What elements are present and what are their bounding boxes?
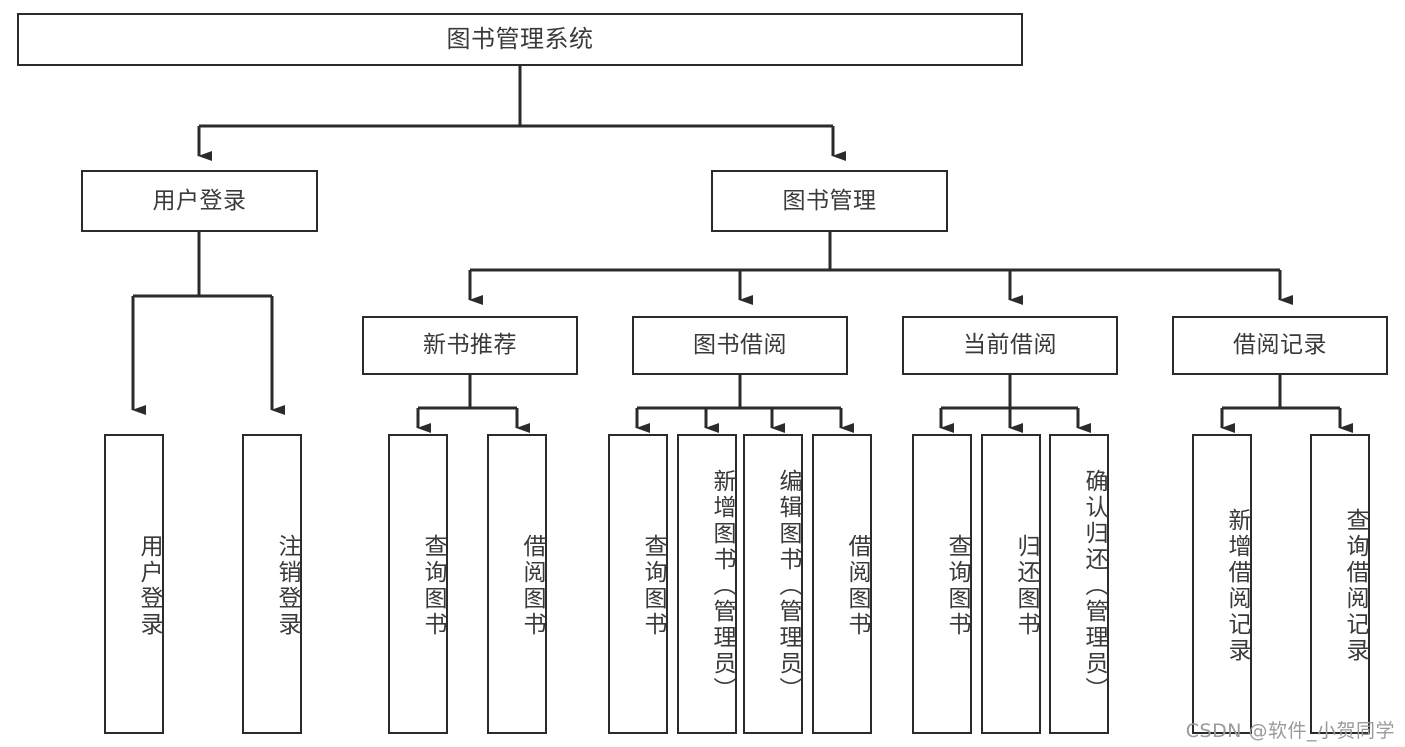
leaf-label: 用户登录 bbox=[136, 534, 162, 638]
leaf-label: 新增借阅记录 bbox=[1224, 508, 1250, 664]
leaf-query-book-recommend[interactable]: 查询图书 bbox=[388, 434, 448, 734]
leaf-label: 新增图书（管理员） bbox=[709, 469, 735, 703]
leaf-label: 查询图书 bbox=[420, 534, 446, 638]
leaf-borrow-book-borrow[interactable]: 借阅图书 bbox=[812, 434, 872, 734]
leaf-confirm-return-admin[interactable]: 确认归还（管理员） bbox=[1049, 434, 1109, 734]
leaf-label: 注销登录 bbox=[274, 534, 300, 638]
node-borrow-record[interactable]: 借阅记录 bbox=[1172, 316, 1388, 375]
leaf-label: 查询图书 bbox=[944, 534, 970, 638]
leaf-label: 查询借阅记录 bbox=[1342, 508, 1368, 664]
leaf-user-login[interactable]: 用户登录 bbox=[104, 434, 164, 734]
node-current-borrow[interactable]: 当前借阅 bbox=[902, 316, 1118, 375]
leaf-label: 借阅图书 bbox=[519, 534, 545, 638]
leaf-add-borrow-record[interactable]: 新增借阅记录 bbox=[1192, 434, 1252, 734]
leaf-label: 查询图书 bbox=[640, 534, 666, 638]
leaf-query-book-current[interactable]: 查询图书 bbox=[912, 434, 972, 734]
leaf-label: 借阅图书 bbox=[844, 534, 870, 638]
leaf-return-book[interactable]: 归还图书 bbox=[981, 434, 1041, 734]
node-root-system[interactable]: 图书管理系统 bbox=[17, 13, 1023, 66]
leaf-edit-book-admin[interactable]: 编辑图书（管理员） bbox=[743, 434, 803, 734]
leaf-logout[interactable]: 注销登录 bbox=[242, 434, 302, 734]
leaf-query-borrow-record[interactable]: 查询借阅记录 bbox=[1310, 434, 1370, 734]
node-book-management[interactable]: 图书管理 bbox=[711, 170, 948, 232]
leaf-label: 确认归还（管理员） bbox=[1081, 469, 1107, 703]
leaf-add-book-admin[interactable]: 新增图书（管理员） bbox=[677, 434, 737, 734]
leaf-query-book-borrow[interactable]: 查询图书 bbox=[608, 434, 668, 734]
leaf-label: 归还图书 bbox=[1013, 534, 1039, 638]
watermark-text: CSDN @软件_小贺同学 bbox=[1185, 720, 1395, 742]
node-book-borrow[interactable]: 图书借阅 bbox=[632, 316, 848, 375]
leaf-borrow-book-recommend[interactable]: 借阅图书 bbox=[487, 434, 547, 734]
node-user-login[interactable]: 用户登录 bbox=[81, 170, 318, 232]
leaf-label: 编辑图书（管理员） bbox=[775, 469, 801, 703]
node-new-book-recommend[interactable]: 新书推荐 bbox=[362, 316, 578, 375]
